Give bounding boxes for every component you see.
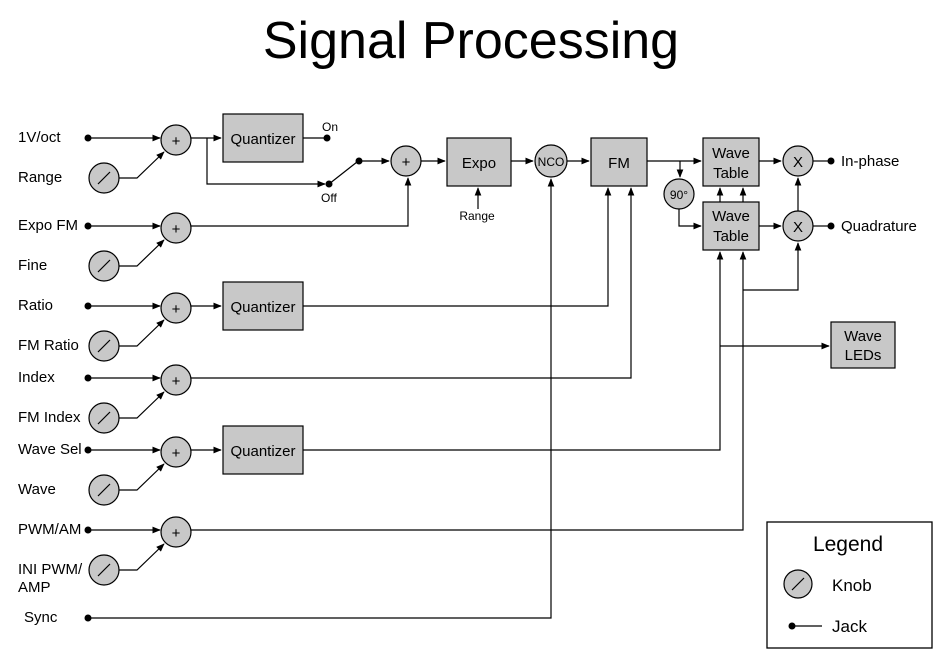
input-label-range: Range: [18, 169, 62, 186]
legend: Legend Knob Jack: [766, 521, 933, 649]
input-summers: + + + + + +: [160, 124, 192, 548]
svg-text:Expo: Expo: [462, 155, 496, 172]
quantizer-2: Quantizer: [222, 281, 304, 331]
knob-fm-ratio: [88, 330, 120, 362]
input-label-wave-sel: Wave Sel: [18, 441, 82, 458]
input-label-sync: Sync: [24, 609, 58, 626]
summer-expo-fm: +: [160, 212, 192, 244]
output-quadrature: Quadrature: [813, 218, 917, 235]
summer-index: +: [160, 364, 192, 396]
svg-text:X: X: [793, 154, 803, 171]
svg-text:FM: FM: [608, 155, 630, 172]
wave-leds-block: Wave LEDs: [830, 321, 896, 369]
knob-fine: [88, 250, 120, 282]
switch-on-label: On: [322, 120, 338, 134]
input-label-index: Index: [18, 369, 55, 386]
svg-text:+: +: [172, 525, 181, 542]
knob-range: [88, 162, 120, 194]
knob-wave: [88, 474, 120, 506]
quantize-switch: On Off: [206, 120, 390, 205]
input-label-wave: Wave: [18, 481, 56, 498]
knob-fm-index: [88, 402, 120, 434]
expo-range-label: Range: [459, 209, 495, 223]
expo-block: Expo: [446, 137, 512, 187]
svg-text:Quantizer: Quantizer: [230, 443, 295, 460]
legend-knob-label: Knob: [832, 576, 872, 595]
input-label-fm-index: FM Index: [18, 409, 81, 426]
summer-wave: +: [160, 436, 192, 468]
ratio-to-fm-wire: [303, 187, 612, 307]
output-in-phase: In-phase: [813, 153, 899, 170]
knob-ini-pwm-amp: [88, 554, 120, 586]
wavetable-interconnect: [716, 187, 747, 202]
multiplier-in-phase: X: [782, 145, 814, 177]
input-label-pwm-am: PWM/AM: [18, 521, 81, 538]
svg-text:Wave: Wave: [712, 208, 750, 225]
svg-text:Table: Table: [713, 165, 749, 182]
svg-text:Quantizer: Quantizer: [230, 299, 295, 316]
pwm-am-wire: [191, 251, 747, 531]
quantizer-1: Quantizer: [222, 113, 304, 163]
summer-to-quantizer-wires: [191, 134, 222, 454]
svg-text:+: +: [172, 445, 181, 462]
phase-shift-90: 90°: [663, 178, 695, 210]
sync-wire: [88, 178, 555, 619]
wave-table-1: Wave Table: [702, 137, 760, 187]
phase-to-wavetable-2-wire: [678, 209, 702, 230]
input-label-1v-oct: 1V/oct: [18, 129, 61, 146]
output-label-quadrature: Quadrature: [841, 218, 917, 235]
input-label-ratio: Ratio: [18, 297, 53, 314]
summer-pitch: +: [160, 124, 192, 156]
diagram-title: Signal Processing: [263, 12, 679, 70]
expo-fm-wire: [191, 177, 412, 227]
legend-jack-label: Jack: [832, 617, 867, 636]
svg-text:Quantizer: Quantizer: [230, 131, 295, 148]
svg-text:LEDs: LEDs: [845, 347, 882, 364]
jack-to-summer-wires: [88, 134, 161, 534]
svg-text:+: +: [172, 221, 181, 238]
switch-off-label: Off: [321, 191, 337, 205]
svg-text:+: +: [172, 301, 181, 318]
svg-text:X: X: [793, 219, 803, 236]
legend-jack-icon: [788, 622, 822, 630]
summer-pwm: +: [160, 516, 192, 548]
index-to-fm-wire: [191, 187, 635, 379]
svg-text:NCO: NCO: [538, 155, 565, 169]
legend-knob-icon: [783, 569, 813, 599]
input-label-fm-ratio: FM Ratio: [18, 337, 79, 354]
legend-title: Legend: [813, 533, 883, 556]
summer-pre-expo: +: [390, 145, 422, 177]
summer-ratio: +: [160, 292, 192, 324]
amp-to-mult-2-wire: [743, 242, 802, 291]
nco-block: NCO: [534, 144, 568, 178]
input-label-amp: AMP: [18, 579, 51, 596]
multiplier-quadrature: X: [782, 210, 814, 242]
fm-block: FM: [590, 137, 648, 187]
quantizer-3: Quantizer: [222, 425, 304, 475]
svg-text:+: +: [172, 133, 181, 150]
svg-text:Wave: Wave: [712, 145, 750, 162]
input-label-fine: Fine: [18, 257, 47, 274]
wave-sel-wire: [303, 251, 724, 451]
input-labels: 1V/oct Range Expo FM Fine Ratio FM Ratio…: [18, 129, 83, 626]
svg-text:+: +: [402, 154, 411, 171]
input-label-expo-fm: Expo FM: [18, 217, 78, 234]
svg-text:Wave: Wave: [844, 328, 882, 345]
svg-text:90°: 90°: [670, 188, 688, 202]
svg-text:+: +: [172, 373, 181, 390]
knob-to-summer-wires: [119, 151, 165, 571]
input-label-ini-pwm: INI PWM/: [18, 561, 83, 578]
jack-quadrature: [827, 222, 835, 230]
output-label-in-phase: In-phase: [841, 153, 899, 170]
wave-table-2: Wave Table: [702, 201, 760, 251]
svg-text:Table: Table: [713, 228, 749, 245]
jack-in-phase: [827, 157, 835, 165]
